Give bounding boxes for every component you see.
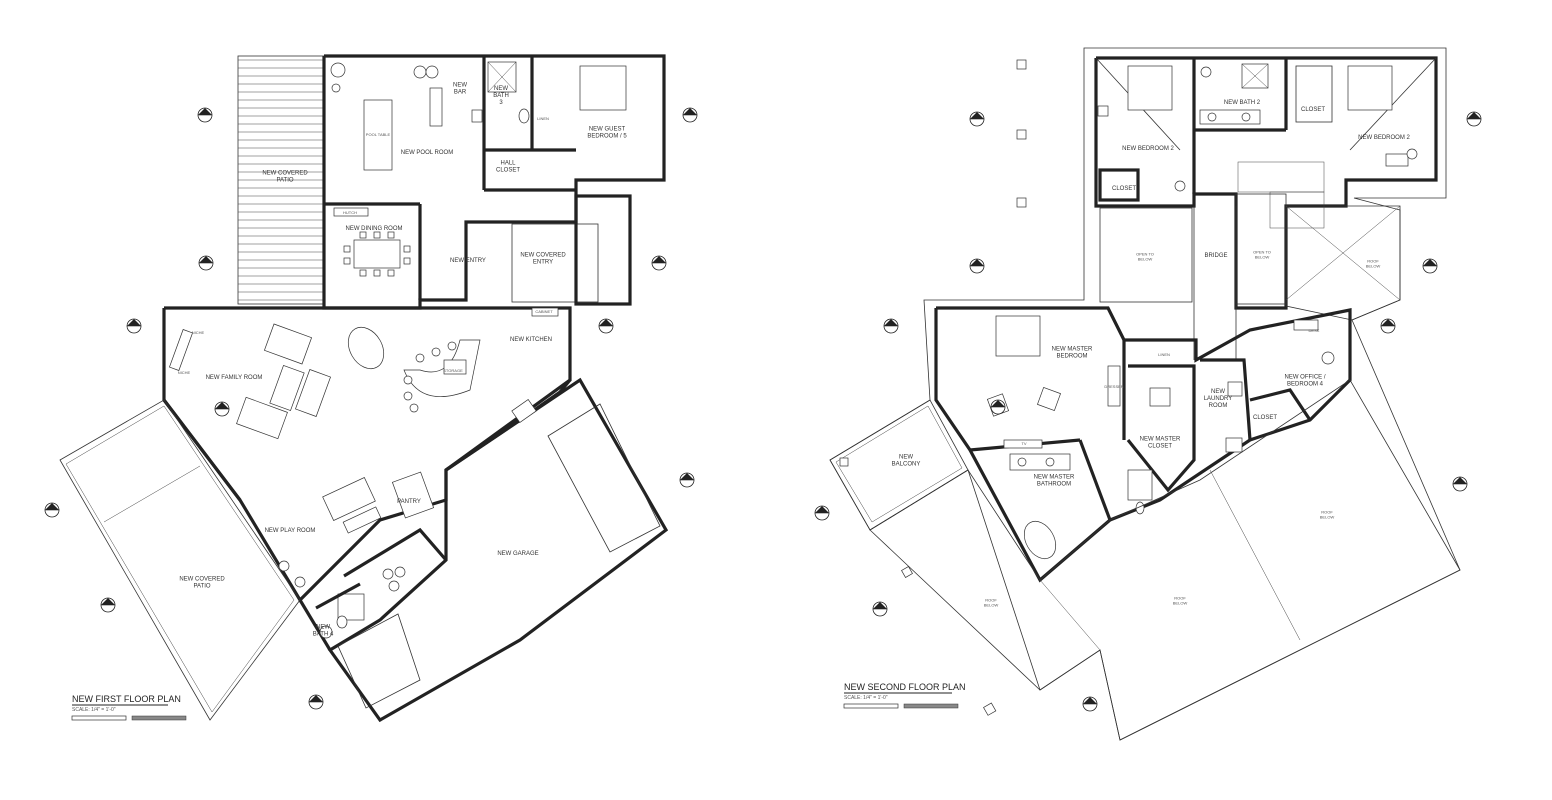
garage-walls xyxy=(327,377,669,723)
second-floor-scale: SCALE: 1/4" = 1'-0" xyxy=(844,695,888,701)
pool-table xyxy=(363,99,393,171)
covered-patio-left xyxy=(59,399,301,721)
label-dining-room: NEW DINING ROOM xyxy=(346,226,403,232)
label-bath2: NEW BATH 2 xyxy=(1224,100,1261,106)
label-bedroom2-right: NEW BEDROOM 2 xyxy=(1358,135,1410,141)
master-bed xyxy=(995,315,1041,357)
label-cabinet: CABINET xyxy=(535,309,553,314)
label-closet-left: CLOSET xyxy=(1112,186,1136,192)
label-play-room: NEW PLAY ROOM xyxy=(265,528,316,534)
first-floor-scale: SCALE: 1/4" = 1'-0" xyxy=(72,707,116,713)
bar-counter xyxy=(429,87,443,127)
label-pantry: PANTRY xyxy=(397,499,421,505)
label-pool-room: NEW POOL ROOM xyxy=(401,150,453,156)
label-garage: NEW GARAGE xyxy=(497,551,538,557)
second-floor-plan: NEW BEDROOM 2 CLOSET NEW BATH 2 CLOSET N… xyxy=(814,47,1482,741)
bedroom2-right-bed xyxy=(1347,65,1393,111)
label-linen: LINEN xyxy=(537,116,549,121)
label-closet-office: CLOSET xyxy=(1253,415,1277,421)
master-tub xyxy=(1023,520,1057,560)
label-bridge: BRIDGE xyxy=(1204,253,1227,259)
play-room-furniture xyxy=(278,471,435,639)
label-dresser: DRESSER xyxy=(1104,384,1123,389)
second-floor-title: NEW SECOND FLOOR PLAN xyxy=(844,682,966,692)
label-storage: STORAGE xyxy=(443,368,463,373)
first-floor-title: NEW FIRST FLOOR PLAN xyxy=(72,694,181,704)
dining-table xyxy=(353,239,401,269)
stair xyxy=(1237,161,1325,229)
label-tv: TV xyxy=(1021,441,1026,446)
lower-roof xyxy=(869,379,1461,741)
roof-below-right xyxy=(1285,205,1401,321)
label-closet-right: CLOSET xyxy=(1301,107,1325,113)
bedroom2-left-bed xyxy=(1127,65,1173,111)
guest-bed xyxy=(579,65,627,111)
label-master-linen: LINEN xyxy=(1158,352,1170,357)
second-floor-title-block: NEW SECOND FLOOR PLAN SCALE: 1/4" = 1'-0… xyxy=(843,682,966,709)
label-desk: DESK xyxy=(1309,328,1320,333)
label-pool-table: POOL TABLE xyxy=(366,132,391,137)
label-niche-top: NICHE xyxy=(192,330,205,335)
family-room-furniture xyxy=(169,323,481,440)
label-kitchen: NEW KITCHEN xyxy=(510,337,552,343)
second-floor-room-labels: NEW BEDROOM 2 CLOSET NEW BATH 2 CLOSET N… xyxy=(892,100,1411,608)
label-niche-bottom: NICHE xyxy=(178,370,191,375)
first-floor-title-block: NEW FIRST FLOOR PLAN SCALE: 1/4" = 1'-0" xyxy=(71,694,187,721)
label-office: NEW OFFICE /BEDROOM 4 xyxy=(1285,375,1326,388)
covered-patio-top xyxy=(237,55,325,305)
label-hutch: HUTCH xyxy=(343,210,357,215)
label-family-room: NEW FAMILY ROOM xyxy=(206,375,263,381)
label-bedroom2-left: NEW BEDROOM 2 xyxy=(1122,146,1174,152)
label-entry: NEW ENTRY xyxy=(450,258,486,264)
lower-block-walls xyxy=(162,306,572,651)
open-to-below-left xyxy=(1099,207,1193,303)
